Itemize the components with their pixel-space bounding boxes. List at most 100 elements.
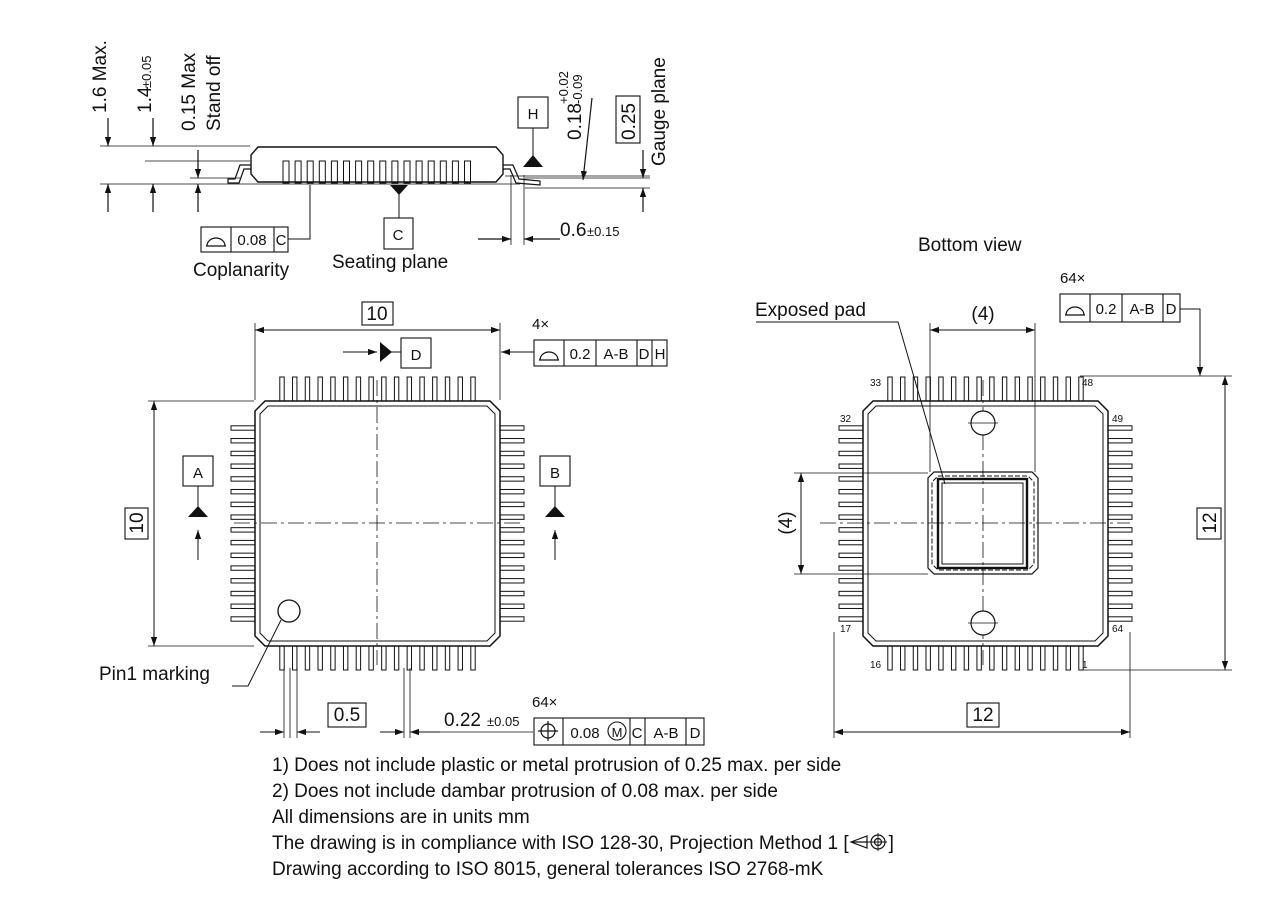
side-lead — [330, 160, 338, 184]
svg-text:±0.15: ±0.15 — [587, 224, 619, 239]
side-lead — [415, 160, 423, 184]
lead — [230, 590, 256, 597]
lead — [381, 645, 387, 671]
datum-d-label: D — [411, 347, 422, 364]
lead — [1107, 450, 1133, 457]
datum-h-triangle — [523, 155, 543, 167]
lead — [976, 645, 982, 671]
lead — [838, 590, 864, 597]
lead — [499, 565, 525, 571]
lead — [230, 552, 256, 559]
lead — [470, 645, 476, 671]
lead — [1107, 527, 1133, 533]
lead — [838, 578, 864, 584]
seating-plane-label: Seating plane — [332, 252, 448, 273]
lead — [1065, 645, 1071, 671]
lead — [838, 565, 864, 571]
bottom-profile-frame: 0.2 A-B D — [1059, 293, 1181, 323]
lead — [406, 376, 413, 402]
top-view: 10 10 D A B 4× 0.2 A-B D H Pin1 marking … — [99, 301, 705, 746]
lead — [1065, 376, 1071, 402]
lead — [838, 539, 864, 546]
lead — [230, 539, 256, 546]
lead — [330, 645, 336, 671]
side-view — [100, 97, 650, 245]
lead — [989, 376, 995, 402]
lead — [230, 488, 256, 495]
lead — [1014, 645, 1021, 671]
svg-text:A-B: A-B — [653, 725, 678, 742]
lead — [230, 514, 256, 520]
note-tolerances: Drawing according to ISO 8015, general t… — [272, 859, 824, 880]
foot-length-dim: 0.6 ±0.15 — [560, 220, 619, 241]
lead — [1107, 501, 1133, 508]
svg-text:±0.05: ±0.05 — [487, 714, 519, 729]
exposed-pad-label: Exposed pad — [755, 300, 866, 321]
lead — [470, 376, 476, 402]
position-count: 64× — [532, 694, 557, 711]
lead — [1052, 376, 1059, 402]
pin-number-64: 64 — [1112, 624, 1124, 635]
pin1-marking-label: Pin1 marking — [99, 664, 210, 685]
lead — [499, 539, 525, 546]
lead — [230, 450, 256, 457]
bottom-height-dim: 12 — [1200, 512, 1221, 533]
lead — [1027, 376, 1033, 402]
lead — [938, 645, 944, 671]
datum-b-label: B — [550, 465, 560, 482]
position-frame: 0.08 M C A-B D — [533, 717, 705, 746]
svg-text:-0.09: -0.09 — [570, 74, 585, 104]
side-lead — [427, 160, 435, 184]
lead — [499, 590, 525, 597]
datum-d-triangle — [380, 342, 392, 362]
coplanarity-value: 0.08 — [237, 232, 266, 249]
svg-text:0.6: 0.6 — [560, 220, 586, 241]
lead — [393, 645, 400, 671]
lead — [368, 376, 374, 402]
svg-text:0.2: 0.2 — [1096, 301, 1117, 318]
coplanarity-datum: C — [276, 232, 287, 249]
lead — [342, 645, 349, 671]
note-projection-end: ] — [888, 833, 894, 854]
bottom-view-body — [862, 400, 1109, 647]
bottom-view-body-inner — [867, 405, 1104, 642]
side-lead — [343, 160, 350, 184]
lead — [963, 645, 970, 671]
lead — [900, 645, 906, 671]
lead — [900, 376, 906, 402]
lead — [230, 438, 256, 444]
bottom-profile-count: 64× — [1060, 270, 1085, 287]
lead — [887, 645, 893, 671]
side-lead — [282, 160, 290, 184]
projection-method-icon — [848, 833, 887, 851]
pin-number-33: 33 — [870, 378, 882, 389]
side-lead — [355, 160, 363, 184]
lead — [499, 616, 525, 622]
lead — [925, 645, 931, 671]
lead — [838, 425, 864, 431]
lead — [989, 645, 995, 671]
lead — [499, 425, 525, 431]
lead-width-dim: 0.22 ±0.05 — [444, 710, 519, 731]
lead — [838, 450, 864, 457]
lead — [950, 645, 957, 671]
lead — [499, 488, 525, 495]
lead — [912, 645, 919, 671]
side-lead — [464, 160, 471, 184]
note-projection-text: The drawing is in compliance with ISO 12… — [272, 833, 849, 854]
bottom-view-title: Bottom view — [918, 235, 1022, 256]
pin-number-48: 48 — [1082, 378, 1094, 389]
datum-h-label: H — [528, 106, 539, 123]
lead — [330, 376, 336, 402]
lead — [1107, 565, 1133, 571]
body-thickness-dim: 1.4 ±0.05 — [135, 56, 156, 113]
note-1: 1) Does not include plastic or metal pro… — [272, 755, 842, 776]
top-view-body-inner — [259, 405, 496, 642]
lead — [499, 527, 525, 533]
lead — [1107, 514, 1133, 520]
lead — [1107, 539, 1133, 546]
lead — [406, 645, 413, 671]
exposed-pad — [927, 471, 1039, 575]
lead — [230, 578, 256, 584]
svg-text:A-B: A-B — [603, 346, 628, 363]
